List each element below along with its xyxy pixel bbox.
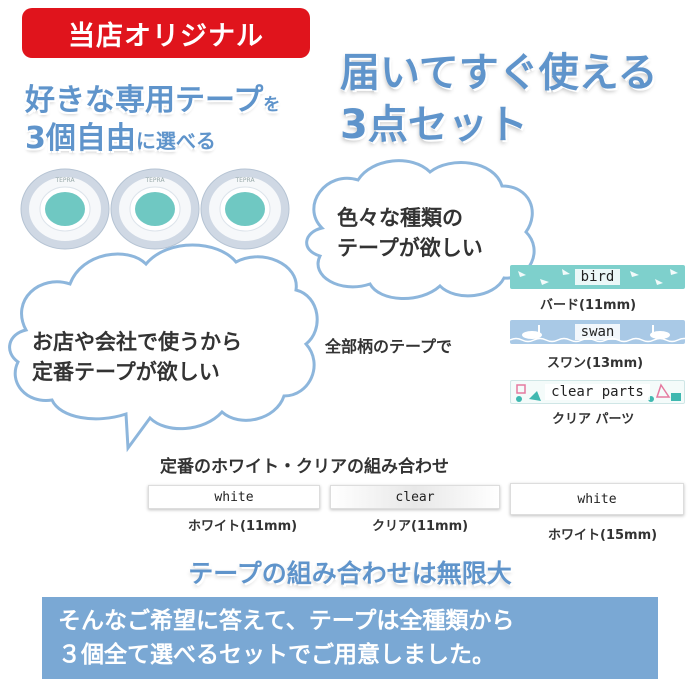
tape-caption-clear-11mm: クリア(11mm) [372,519,469,534]
bubble-top-line2: テープが欲しい [337,236,483,261]
tape-sample-bird-text: bird [574,269,621,285]
bubble-top-line1: 色々な種類の [337,206,463,230]
headline-left-line2-main: 3個自由 [25,121,136,156]
tape-caption-clear-parts: クリア パーツ [552,412,635,427]
bird-pattern-icon [518,269,678,285]
headline-left-line1-main: 好きな専用テープ [25,83,264,118]
tape-sample-clear-parts-text: clear parts [545,384,650,400]
bottom-message-line2: ３個全て選べるセットでご用意しました。 [58,642,495,668]
tape-roll-brand: TEPRA [234,177,255,184]
bubble-left-line2: 定番テープが欲しい [32,360,220,385]
badge-text: 当店オリジナル [68,20,264,52]
tape-sample-bird: bird [510,265,685,289]
tape-roll-image: TEPRA [20,168,110,250]
bottom-message-box: そんなご希望に答えて、テープは全種類から ３個全て選べるセットでご用意しました。 [42,597,658,679]
bubble-left-text: お店や会社で使うから 定番テープが欲しい [32,327,242,388]
headline-left-line1: 好きな専用テープを [25,75,280,119]
headline-right-line1: 届いてすぐ使える [340,50,658,96]
headline-left-line1-small: を [263,95,281,115]
pattern-tape-label: 全部柄のテープで [325,337,453,356]
tape-roll-image: TEPRA [200,168,290,250]
original-badge: 当店オリジナル [22,8,310,58]
tape-sample-clear-11mm: clear [330,485,500,509]
speech-bubble-top [305,159,536,300]
swan-pattern-icon [510,325,685,343]
unlimited-combinations-heading: テープの組み合わせは無限大 [188,559,512,588]
tape-caption-swan: スワン(13mm) [547,356,644,371]
tape-roll-image: TEPRA [110,168,200,250]
tape-caption-white-11mm: ホワイト(11mm) [188,519,298,534]
speech-bubble-left [8,243,319,453]
standard-combo-title: 定番のホワイト・クリアの組み合わせ [160,457,449,477]
parts-pattern-icon [516,383,681,402]
tape-sample-swan: swan [510,320,685,344]
tape-caption-white-15mm: ホワイト(15mm) [548,528,658,543]
bubble-left-line1: お店や会社で使うから [32,330,242,354]
tape-caption-bird: バード(11mm) [540,298,637,313]
headline-right-line2: 3点セット [340,102,528,148]
headline-left-line2: 3個自由に選べる [25,113,216,157]
tape-sample-white-11mm: white [148,485,320,509]
tape-roll-brand: TEPRA [144,177,165,184]
bottom-message-line1: そんなご希望に答えて、テープは全種類から [58,607,515,634]
tape-sample-white-15mm: white [510,483,684,515]
tape-roll-brand: TEPRA [54,177,75,184]
tape-sample-swan-text: swan [574,324,621,340]
bubble-top-text: 色々な種類の テープが欲しい [337,203,483,264]
tape-sample-clear-parts: clear parts [510,380,685,404]
headline-left-line2-small: に選べる [135,129,216,153]
